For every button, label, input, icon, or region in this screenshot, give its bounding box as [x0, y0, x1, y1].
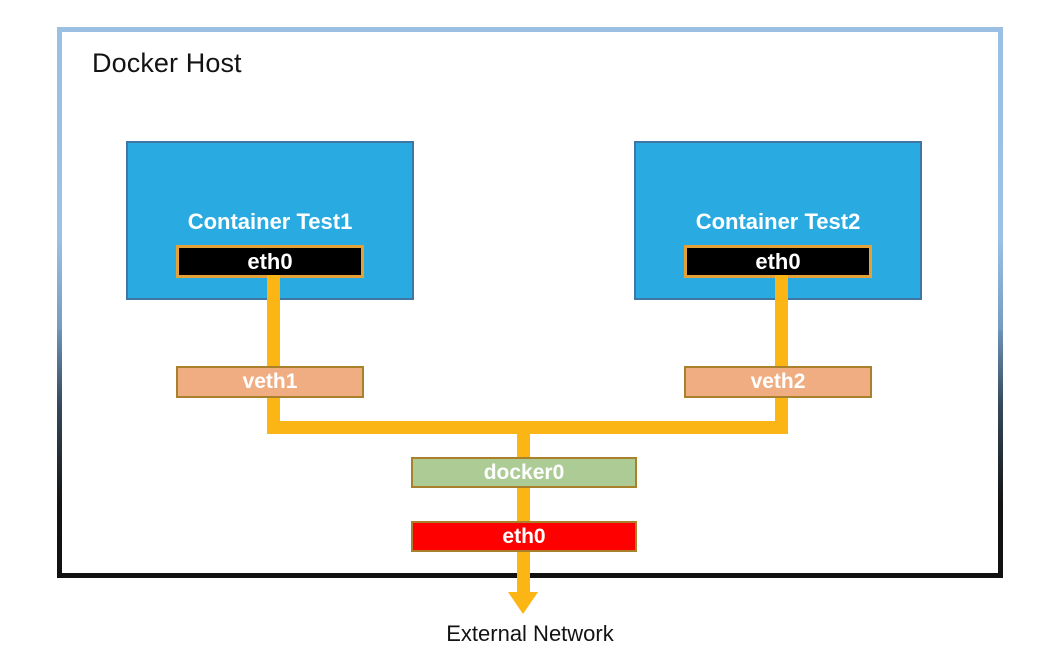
host-frame-left-stroke — [57, 330, 62, 578]
container-test1-eth0[interactable]: eth0 — [176, 245, 364, 278]
container-test2-label: Container Test2 — [695, 209, 861, 234]
veth1-bar[interactable]: veth1 — [176, 366, 364, 398]
wire-container1-to-veth1 — [267, 275, 280, 387]
host-eth0-bar[interactable]: eth0 — [411, 521, 637, 552]
veth2-bar[interactable]: veth2 — [684, 366, 872, 398]
external-network-label: External Network — [446, 621, 614, 646]
wire-host-eth0-to-external — [517, 548, 530, 594]
container-test1-label: Container Test1 — [187, 209, 353, 234]
external-network-arrowhead — [508, 592, 538, 614]
container-test2[interactable]: Container Test2 — [634, 141, 922, 300]
host-frame-right-stroke — [998, 330, 1003, 578]
page-title: Docker Host — [92, 48, 242, 78]
wire-bus-to-docker0 — [517, 421, 530, 463]
docker0-bridge-bar[interactable]: docker0 — [411, 457, 637, 488]
container-test2-eth0[interactable]: eth0 — [684, 245, 872, 278]
wire-container2-to-veth2 — [775, 275, 788, 387]
host-frame-bottom-stroke — [57, 573, 1003, 578]
docker-host-frame — [57, 27, 1003, 578]
wire-docker0-to-host-eth0 — [517, 485, 530, 526]
